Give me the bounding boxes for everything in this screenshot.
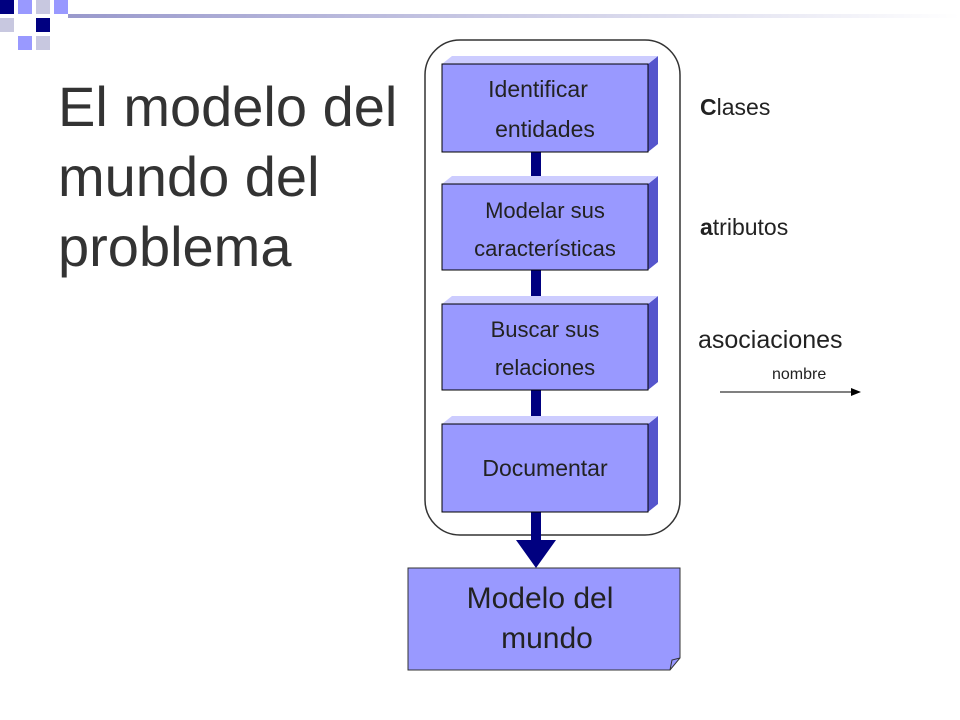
- output-label-line1: Modelo del: [467, 582, 614, 615]
- output-document-shape: [407, 567, 681, 671]
- step-shadow-top: [442, 296, 658, 304]
- deco-square-gray: [0, 18, 14, 32]
- output-label-line2: mundo: [501, 622, 593, 655]
- page-title: El modelo del mundo del problema: [58, 72, 438, 282]
- label-asociaciones: asociaciones: [698, 326, 843, 354]
- title-line-3: problema: [58, 215, 292, 278]
- step-label-line2: relaciones: [495, 355, 595, 380]
- deco-square-gray: [36, 0, 50, 14]
- step-box: [441, 303, 649, 391]
- deco-square-dark: [36, 18, 50, 32]
- output-document-fold: [669, 657, 681, 671]
- deco-square-gray: [36, 36, 50, 50]
- deco-square-light: [18, 36, 32, 50]
- step-label-line1: Identificar: [488, 76, 588, 102]
- step-label-line1: Modelar sus: [485, 198, 605, 223]
- label-clases: Clases: [700, 94, 770, 121]
- process-container: [424, 39, 681, 536]
- step-modelar: Modelar sus características: [441, 176, 658, 271]
- title-line-1: El modelo del: [58, 75, 398, 138]
- step-shadow: [648, 296, 658, 390]
- deco-gradient-bar: [68, 14, 960, 18]
- deco-square-light: [18, 0, 32, 14]
- label-clases-rest: lases: [716, 94, 771, 120]
- label-clases-initial: C: [700, 94, 717, 120]
- step-shadow: [648, 416, 658, 512]
- step-shadow: [648, 176, 658, 270]
- step-identificar: Identificar entidades: [441, 56, 658, 153]
- title-line-2: mundo del: [58, 145, 320, 208]
- step-label-line1: Buscar sus: [491, 317, 600, 342]
- step-label-line2: características: [474, 236, 616, 261]
- label-atributos-initial: a: [700, 214, 713, 240]
- step-box: [441, 63, 649, 153]
- step-label-line2: entidades: [495, 116, 595, 142]
- deco-square-dark: [0, 0, 14, 14]
- label-nombre: nombre: [772, 366, 827, 383]
- step-shadow: [648, 56, 658, 152]
- step-shadow-top: [442, 176, 658, 184]
- label-atributos: atributos: [700, 214, 788, 241]
- step-shadow-top: [442, 56, 658, 64]
- label-atributos-rest: tributos: [712, 214, 789, 240]
- output-modelo-del-mundo: Modelo del mundo: [407, 567, 681, 671]
- step-buscar: Buscar sus relaciones: [441, 296, 658, 391]
- step-shadow-top: [442, 416, 658, 424]
- deco-square-light: [54, 0, 68, 14]
- step-documentar: Documentar: [441, 416, 658, 513]
- step-box: [441, 423, 649, 513]
- flow-arrow-down: [516, 540, 556, 568]
- step-label-line1: Documentar: [482, 455, 608, 481]
- step-box: [441, 183, 649, 271]
